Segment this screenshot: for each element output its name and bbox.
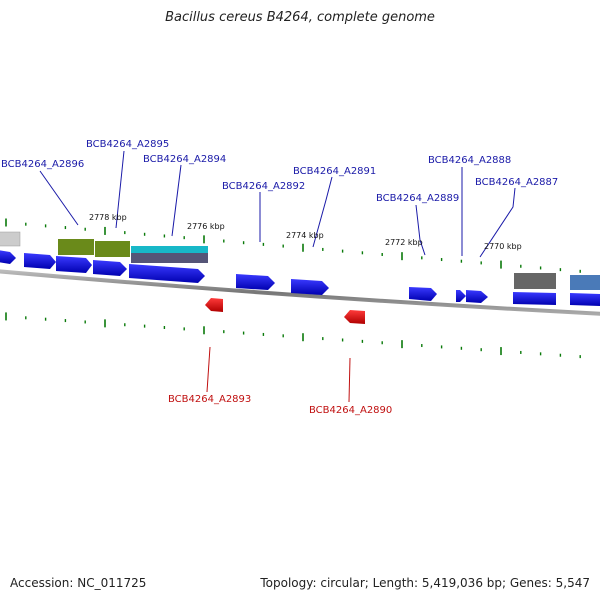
genome-backbone xyxy=(0,269,600,316)
gene-arrow-forward[interactable] xyxy=(513,292,556,305)
scale-label: 2778 kbp xyxy=(89,213,127,222)
forward-genes xyxy=(0,250,600,306)
scale-label: 2772 kbp xyxy=(385,238,423,247)
gene-label[interactable]: BCB4264_A2888 xyxy=(428,155,511,166)
gene-label[interactable]: BCB4264_A2896 xyxy=(1,159,84,170)
gene-arrow-reverse[interactable] xyxy=(344,310,365,324)
gene-arrow-forward[interactable] xyxy=(291,279,329,295)
forward-label-leaders xyxy=(39,150,516,258)
gene-arrow-forward[interactable] xyxy=(236,274,275,290)
map-title: Bacillus cereus B4264, complete genome xyxy=(165,10,435,25)
scale-labels: 2778 kbp 2776 kbp 2774 kbp 2772 kbp 2770… xyxy=(89,213,522,251)
reverse-label-leaders xyxy=(206,346,351,403)
outer-scale-ticks xyxy=(5,218,581,273)
scale-label: 2770 kbp xyxy=(484,242,522,251)
genome-summary-text: Topology: circular; Length: 5,419,036 bp… xyxy=(260,576,590,590)
gene-arrow-forward[interactable] xyxy=(456,290,466,302)
feature-block-gray[interactable] xyxy=(0,231,21,247)
gene-arrow-forward[interactable] xyxy=(409,287,437,301)
gene-label[interactable]: BCB4264_A2889 xyxy=(376,193,459,204)
gene-label[interactable]: BCB4264_A2890 xyxy=(309,405,392,416)
gene-label[interactable]: BCB4264_A2893 xyxy=(168,394,251,405)
gene-label[interactable]: BCB4264_A2887 xyxy=(475,177,558,188)
gene-arrow-forward[interactable] xyxy=(129,264,205,283)
inner-scale-ticks xyxy=(5,312,581,359)
feature-block-steelblue[interactable] xyxy=(570,275,600,290)
gene-arrow-forward[interactable] xyxy=(56,256,92,273)
gene-label[interactable]: BCB4264_A2895 xyxy=(86,139,169,150)
gene-arrow-forward[interactable] xyxy=(570,293,600,306)
gene-arrow-forward[interactable] xyxy=(24,253,56,269)
feature-block-gray[interactable] xyxy=(514,273,556,289)
scale-label: 2774 kbp xyxy=(286,231,324,240)
scale-label: 2776 kbp xyxy=(187,222,225,231)
accession-text: Accession: NC_011725 xyxy=(10,576,147,590)
gene-arrow-forward[interactable] xyxy=(466,290,488,303)
gene-arrow-forward[interactable] xyxy=(93,260,127,276)
feature-block-slate[interactable] xyxy=(131,253,208,263)
feature-block-olive[interactable] xyxy=(95,241,130,257)
forward-gene-labels: BCB4264_A2896 BCB4264_A2895 BCB4264_A289… xyxy=(1,139,558,204)
gene-arrow-reverse[interactable] xyxy=(205,298,223,312)
feature-block-cyan[interactable] xyxy=(131,246,208,253)
reverse-gene-labels: BCB4264_A2893 BCB4264_A2890 xyxy=(168,394,392,416)
reverse-genes xyxy=(205,298,365,324)
gene-label[interactable]: BCB4264_A2894 xyxy=(143,154,226,165)
feature-block-olive[interactable] xyxy=(58,239,94,255)
gene-arrow-forward[interactable] xyxy=(0,250,16,264)
gene-label[interactable]: BCB4264_A2891 xyxy=(293,166,376,177)
gene-label[interactable]: BCB4264_A2892 xyxy=(222,181,305,192)
